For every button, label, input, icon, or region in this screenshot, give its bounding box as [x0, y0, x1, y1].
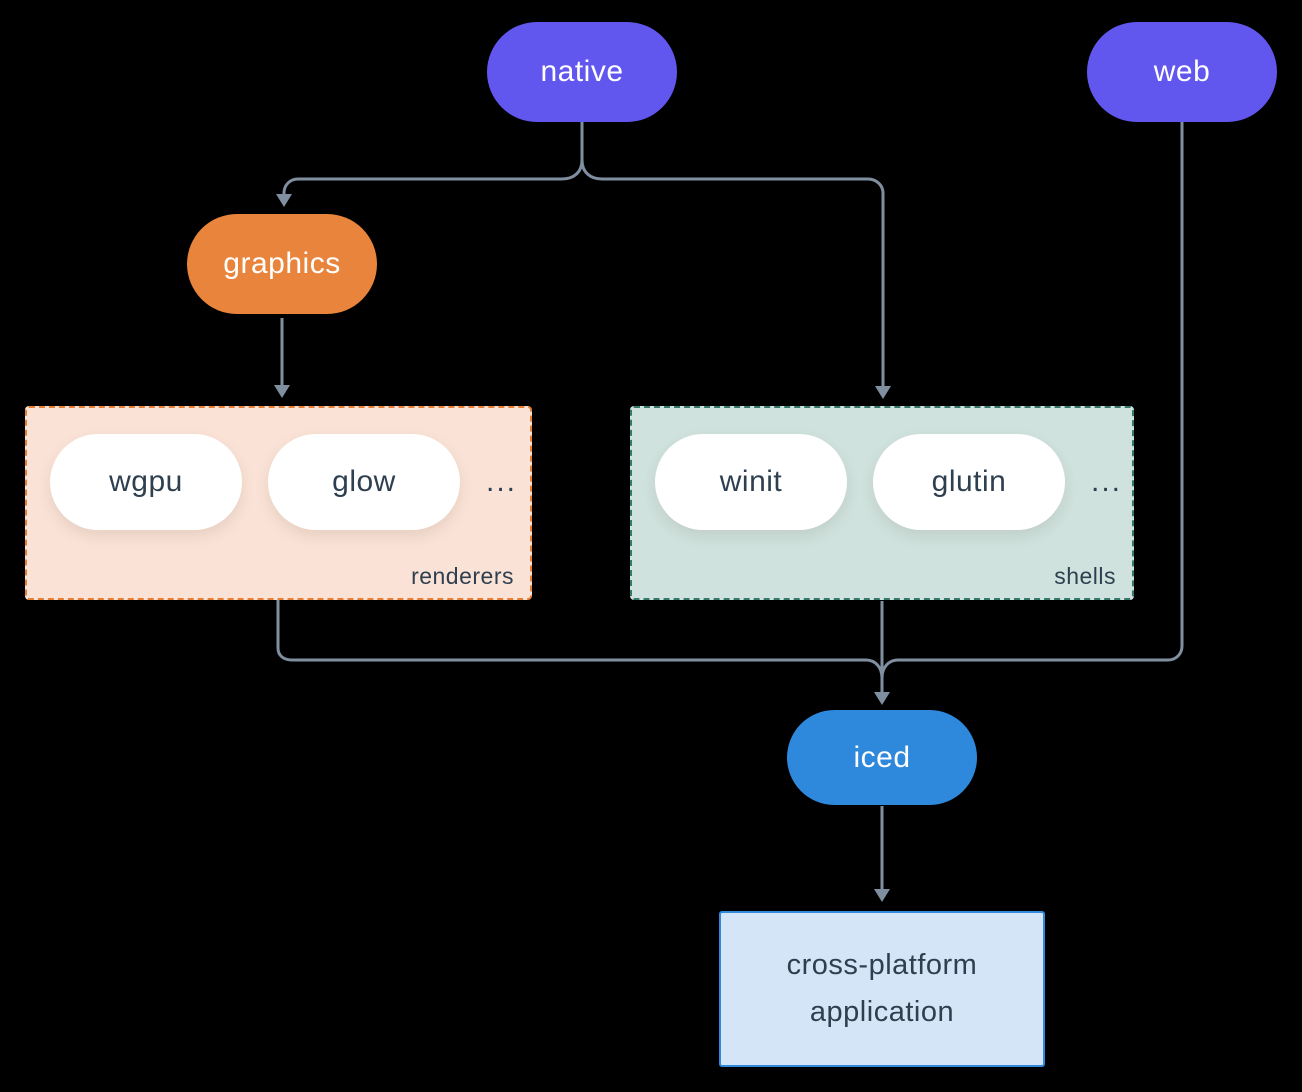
- node-glow: glow: [268, 434, 460, 530]
- node-iced-label: iced: [853, 740, 911, 774]
- group-shells-label: shells: [1054, 563, 1116, 589]
- group-renderers-label: renderers: [411, 563, 514, 589]
- arrowhead-renderers: [274, 385, 290, 398]
- node-cross-platform-application: cross-platform application: [719, 911, 1045, 1067]
- node-native-label: native: [540, 55, 624, 88]
- group-renderers: wgpu glow ... renderers: [25, 406, 532, 600]
- arrowhead-shells: [875, 386, 891, 399]
- node-glutin: glutin: [873, 434, 1065, 530]
- arrowhead-graphics: [276, 194, 292, 207]
- renderers-ellipsis: ...: [486, 465, 518, 498]
- node-winit-label: winit: [719, 465, 783, 498]
- edge-native-shells: [580, 159, 885, 386]
- app-label-line2: application: [809, 996, 955, 1028]
- node-iced: iced: [787, 710, 977, 805]
- arrowhead-app: [874, 889, 890, 902]
- edge-renderers-merge: [276, 600, 884, 679]
- app-label-line1: cross-platform: [786, 949, 978, 981]
- node-wgpu-label: wgpu: [109, 465, 183, 498]
- shells-ellipsis: ...: [1091, 465, 1123, 498]
- node-glutin-label: glutin: [931, 465, 1007, 498]
- edge-native-graphics: [282, 159, 584, 194]
- node-web: web: [1087, 22, 1277, 122]
- node-graphics: graphics: [187, 214, 377, 314]
- node-web-label: web: [1153, 55, 1211, 88]
- node-graphics-label: graphics: [223, 247, 341, 280]
- node-native: native: [487, 22, 677, 122]
- node-wgpu: wgpu: [50, 434, 242, 530]
- node-glow-label: glow: [332, 465, 396, 498]
- arrowhead-iced: [874, 692, 890, 705]
- node-winit: winit: [655, 434, 847, 530]
- group-shells: winit glutin ... shells: [630, 406, 1134, 600]
- edge-web-merge: [880, 122, 1184, 679]
